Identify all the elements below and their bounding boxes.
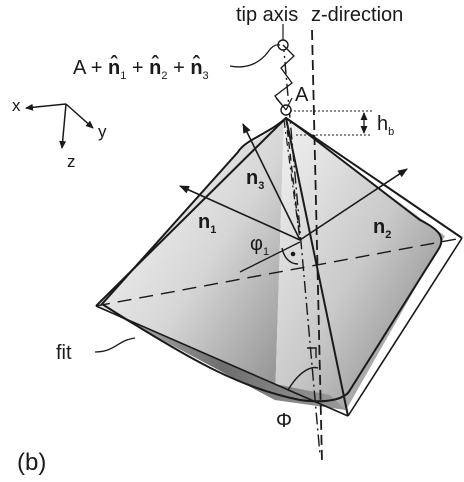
right-angle-mark (307, 347, 317, 358)
edge-base-front-left (95, 305, 349, 417)
n1-label: n1 (198, 211, 216, 236)
n3-vector (242, 123, 301, 241)
n2-label: n2 (373, 216, 391, 241)
x-axis-arrow (25, 103, 67, 111)
pyramid-body (98, 116, 445, 410)
pyramid-face-right (275, 118, 445, 410)
angle-marks (281, 247, 319, 391)
axis-x-label: x (12, 96, 21, 115)
vector-sum-label: A + n̂1 + n̂2 + n̂3 (73, 54, 209, 82)
hb-dimension (290, 110, 372, 136)
sum-label-leader (229, 44, 281, 68)
edge-left (95, 117, 287, 307)
Phi-label: Φ (276, 410, 292, 432)
coordinate-system (25, 103, 94, 149)
phi1-reference-line (239, 241, 301, 273)
fit-label: fit (56, 342, 72, 364)
fit-leader (94, 337, 136, 353)
hb-label: hb (377, 113, 394, 138)
tip-axis-label: tip axis (236, 4, 298, 26)
phi1-label: φ1 (250, 233, 269, 258)
axis-z-label: z (67, 152, 76, 171)
n1-vector (179, 185, 301, 241)
axis-y-label: y (98, 122, 107, 141)
vector-sum-zigzag (274, 44, 295, 111)
base-diagonal-dashed-1 (95, 237, 463, 307)
n2-vector (299, 168, 408, 241)
z-direction-label: z-direction (311, 4, 403, 26)
edge-back-dashed (285, 117, 301, 241)
tip-points (229, 24, 295, 116)
panel-label: (b) (17, 449, 46, 476)
phi1-dot (290, 251, 296, 257)
phi1-arc (281, 247, 299, 265)
normal-vectors (179, 123, 408, 241)
fit-surface-outline (100, 116, 443, 403)
y-axis-arrow (65, 103, 94, 129)
n3-label: n3 (246, 167, 264, 192)
face-centre-line (283, 119, 301, 241)
edge-base-front-right (347, 237, 463, 417)
pyramid-edges (95, 117, 463, 417)
z-axis-arrow (59, 103, 67, 149)
Phi-arc (287, 366, 319, 391)
z-direction-line (311, 29, 323, 463)
edge-front (285, 117, 349, 417)
point-A-label: A (295, 84, 309, 106)
